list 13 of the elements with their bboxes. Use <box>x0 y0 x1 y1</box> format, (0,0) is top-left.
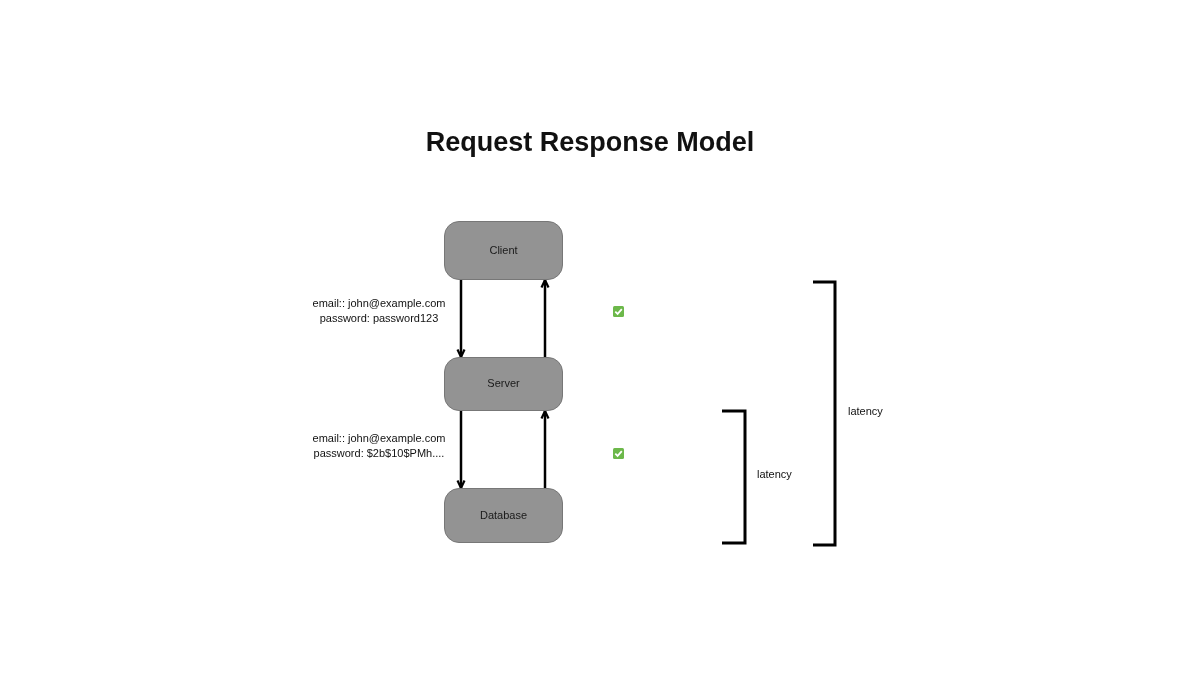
process-box <box>444 357 563 411</box>
bracket-label: latency <box>848 405 883 419</box>
process-box <box>444 221 563 280</box>
title: Request Response Model <box>425 126 755 159</box>
bracket-label: latency <box>757 468 792 482</box>
arrow <box>540 409 550 488</box>
node-label: Database <box>479 508 528 523</box>
arrow <box>456 280 466 359</box>
node-label: Client <box>489 243 518 258</box>
arrow <box>456 411 466 490</box>
arrow <box>540 278 550 357</box>
node-label: Server <box>487 377 520 391</box>
process-box <box>444 488 563 543</box>
